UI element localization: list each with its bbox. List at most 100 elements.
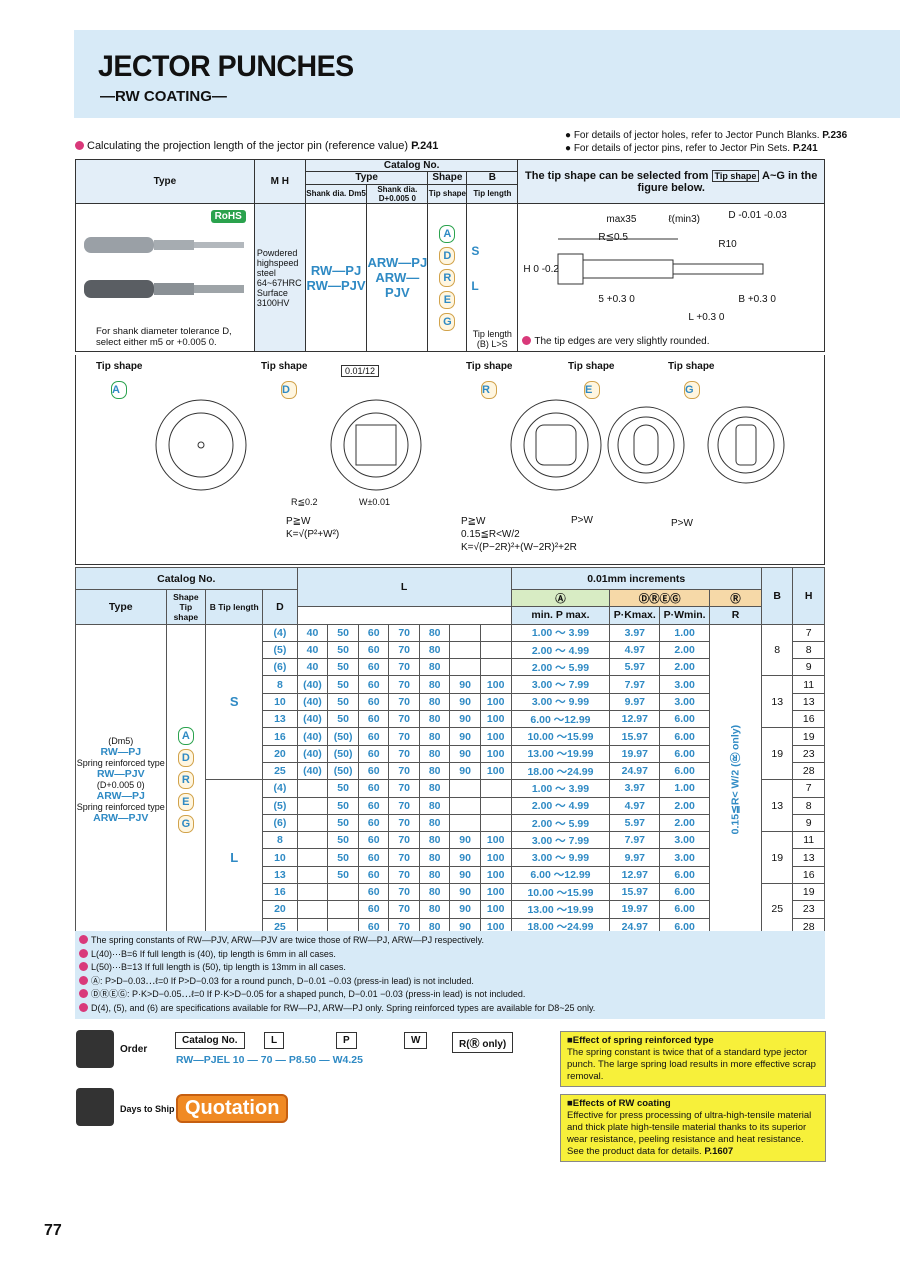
pk-max: 12.97 <box>609 710 661 729</box>
pw-min: 6.00 <box>659 900 710 919</box>
l-value <box>449 623 481 642</box>
shape-e: E <box>584 381 600 399</box>
ref-link[interactable]: P.241 <box>411 140 439 152</box>
notes-e: P>W <box>571 515 593 526</box>
b-header: B <box>466 171 519 185</box>
l-value: 70 <box>388 813 420 833</box>
l-value <box>296 796 329 815</box>
d-value: (6) <box>262 658 298 677</box>
l-value: 90 <box>449 675 481 694</box>
t2-minp-header: min. P max. <box>510 606 611 625</box>
pk-max: 7.97 <box>609 675 661 694</box>
material-spec: Powdered highspeed steel 64~67HRC Surfac… <box>253 203 306 352</box>
shape-badges: A D R E G <box>427 203 468 352</box>
l-value <box>479 813 512 833</box>
l-value: 80 <box>418 865 451 885</box>
l-value: 90 <box>449 692 481 712</box>
l-value: 100 <box>479 848 512 867</box>
footnote: D(4), (5), and (6) are specifications av… <box>79 1002 821 1016</box>
flatness-tol: 0.01/12 <box>341 365 380 377</box>
l-value: 70 <box>388 692 420 712</box>
punch-photo <box>84 237 244 298</box>
l-value: 90 <box>449 865 481 885</box>
pk-max: 15.97 <box>609 883 661 902</box>
l-value <box>479 640 512 660</box>
l-value: 80 <box>418 675 451 694</box>
tip-label-e: Tip shape <box>568 361 615 372</box>
jector-pins-note: ● For details of jector pins, refer to J… <box>565 143 818 154</box>
h-value: 28 <box>792 761 825 781</box>
pk-max: 9.97 <box>609 692 661 712</box>
l-value: 80 <box>418 779 451 798</box>
p-range: 3.00 ～ 7.99 <box>510 675 611 694</box>
l-value: 70 <box>388 848 420 867</box>
l-value: 60 <box>357 744 390 763</box>
pk-max: 7.97 <box>609 831 661 850</box>
l-value <box>449 658 481 677</box>
l-value: 60 <box>357 675 390 694</box>
projection-note: Calculating the projection length of the… <box>75 140 438 152</box>
tip-length-l: L <box>205 779 264 936</box>
shape-r: R <box>481 381 497 399</box>
l-value: (40) <box>296 692 329 712</box>
h-value: 23 <box>792 744 825 763</box>
quotation-badge: Quotation <box>176 1094 289 1123</box>
order-catalog-no: Catalog No. <box>175 1032 245 1049</box>
pk-max: 5.97 <box>609 658 661 677</box>
p-range: 2.00 ～ 4.99 <box>510 640 611 660</box>
d-value: 16 <box>262 727 298 746</box>
h-value: 16 <box>792 865 825 885</box>
p-range: 2.00 ～ 5.99 <box>510 658 611 677</box>
t2-h-header: H <box>792 567 825 625</box>
l-value <box>449 796 481 815</box>
h-value: 19 <box>792 883 825 902</box>
pw-min: 1.00 <box>659 779 710 798</box>
l-value: 90 <box>449 900 481 919</box>
pw-min: 6.00 <box>659 744 710 763</box>
pk-max: 3.97 <box>609 623 661 642</box>
l-value: 80 <box>418 883 451 902</box>
h-value: 7 <box>792 623 825 642</box>
p-range: 13.00 ～19.99 <box>510 744 611 763</box>
h-value: 9 <box>792 658 825 677</box>
l-value: 50 <box>327 796 359 815</box>
l-value: 80 <box>418 640 451 660</box>
l-value <box>479 796 512 815</box>
l-value: 50 <box>327 658 359 677</box>
l-value: (50) <box>327 727 359 746</box>
effect-spring-box: ■Effect of spring reinforced type The sp… <box>560 1031 826 1087</box>
l-value <box>449 813 481 833</box>
l-value: 100 <box>479 900 512 919</box>
l-value: 70 <box>388 658 420 677</box>
l-value: 70 <box>388 710 420 729</box>
l-value: 50 <box>327 865 359 885</box>
footnote: The spring constants of RW—PJV, ARW—PJV … <box>79 934 821 948</box>
footnote: ⒹⓇⒺⒼ: P·K>D−0.05⋯ℓ=0 If P·K>D−0.05 for a… <box>79 988 821 1002</box>
t2-pkmax-header: P·Kmax. <box>609 606 661 625</box>
pk-max: 4.97 <box>609 796 661 815</box>
l-value <box>449 640 481 660</box>
t2-dreg-header: ⒹⓇⒺⒼ <box>609 588 710 608</box>
h-value: 19 <box>792 727 825 746</box>
type-header: Type <box>75 159 255 204</box>
l-value: 90 <box>449 710 481 729</box>
d-value: 13 <box>262 865 298 885</box>
t2-r-header: Ⓡ <box>708 588 762 608</box>
pk-max: 15.97 <box>609 727 661 746</box>
l-value <box>296 813 329 833</box>
l-value: 50 <box>327 710 359 729</box>
product-image-cell: RoHS For shank diameter tolerance D, sel… <box>75 203 255 352</box>
pk-max: 9.97 <box>609 848 661 867</box>
pw-min: 6.00 <box>659 710 710 729</box>
footnote: L(40)⋯B=6 If full length is (40), tip le… <box>79 948 821 962</box>
l-value: (50) <box>327 744 359 763</box>
pw-min: 3.00 <box>659 692 710 712</box>
l-value: 70 <box>388 744 420 763</box>
l-value: 60 <box>357 848 390 867</box>
l-value: 80 <box>418 727 451 746</box>
d-value: 25 <box>262 761 298 781</box>
p-range: 18.00 ～24.99 <box>510 761 611 781</box>
